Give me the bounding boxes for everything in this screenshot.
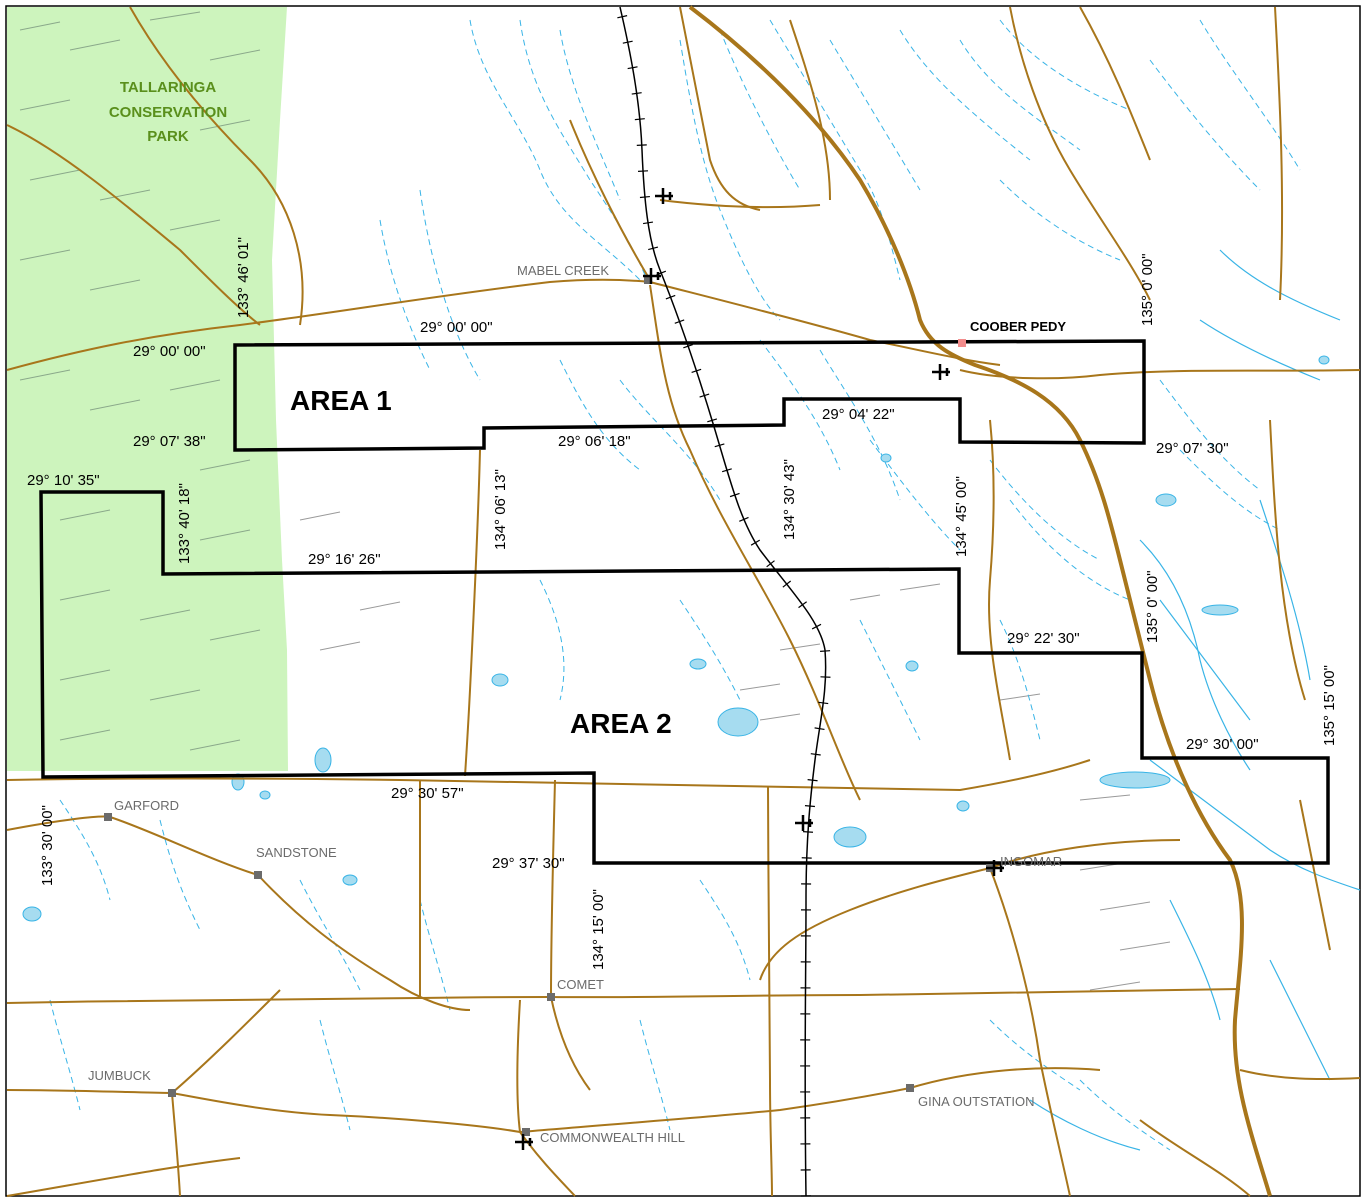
homestead-marker-icon [644, 276, 652, 284]
railway-tie [683, 344, 693, 349]
railway-tie [814, 727, 825, 731]
coord-label-vertical: 135° 15' 00" [1321, 665, 1338, 746]
railway-tie [699, 393, 710, 398]
coord-label: 29° 10' 35" [27, 472, 100, 489]
airstrips [515, 188, 1004, 1150]
coord-label: 29° 00' 00" [133, 343, 206, 360]
railway-tie [665, 294, 676, 300]
homestead-marker-icon [522, 1128, 530, 1136]
water-bodies [22, 355, 1330, 922]
homestead-marker-icon [906, 1084, 914, 1092]
park-dune-lines [19, 11, 261, 751]
airstrip-icon [986, 860, 1004, 876]
town-label-gina-outstation: GINA OUTSTATION [918, 1094, 1035, 1109]
town-label-comet: COMET [557, 977, 604, 992]
homestead-marker-icon [547, 993, 555, 1001]
railway-ticks [617, 15, 831, 1197]
railway-tie [739, 516, 749, 522]
homestead-marker-icon [104, 813, 112, 821]
coord-label-vertical: 133° 30' 00" [39, 805, 56, 886]
coord-label-vertical: 134° 45' 00" [953, 476, 970, 557]
area-2-label: AREA 2 [570, 708, 672, 739]
stuart-highway [688, 5, 1272, 1197]
coord-label-vertical: 134° 15' 00" [590, 889, 607, 970]
railway-tie [642, 221, 654, 225]
coord-label-vertical: 133° 46' 01" [235, 237, 252, 318]
coord-label: 29° 30' 00" [1186, 736, 1259, 753]
railway-tie [804, 805, 815, 808]
railway-tie [674, 319, 685, 324]
railway-tie [631, 92, 642, 95]
park-label-line1: TALLARINGA [120, 79, 217, 96]
railway-tie [714, 443, 725, 448]
railway-tie [818, 701, 829, 705]
park-label-line2: CONSERVATION [109, 104, 227, 121]
railway-tie [648, 246, 659, 251]
railway-tie [729, 492, 740, 498]
river-lines [1029, 249, 1361, 1151]
railway-tie [634, 118, 645, 121]
town-label-mabel-creek: MABEL CREEK [517, 263, 609, 278]
railway-tie [637, 170, 649, 172]
coord-label: 29° 37' 30" [492, 855, 565, 872]
airstrip-icon [515, 1134, 533, 1150]
railway-tie [691, 368, 702, 373]
airstrip-icon [643, 268, 661, 284]
coord-label-vertical: 134° 30' 43" [781, 459, 798, 540]
airstrip-icon [655, 188, 673, 204]
coord-label: 29° 22' 30" [1007, 630, 1080, 647]
coord-label: 29° 07' 30" [1156, 440, 1229, 457]
airstrip-icon [795, 815, 813, 831]
town-label-jumbuck: JUMBUCK [88, 1068, 151, 1083]
town-label-sandstone: SANDSTONE [256, 845, 337, 860]
town-label-coober-pedy: COOBER PEDY [970, 319, 1066, 334]
railway-tie [617, 15, 628, 19]
railway-tie [782, 580, 792, 588]
airstrip-icon [932, 364, 950, 380]
town-label-commonwealth-hill: COMMONWEALTH HILL [540, 1130, 685, 1145]
town-label-ingomar: INGOMAR [1000, 854, 1062, 869]
coord-label-vertical: 135° 0' 00" [1139, 253, 1156, 326]
park-label-line3: PARK [147, 128, 189, 145]
homestead-marker-icon [254, 871, 262, 879]
coord-label-vertical: 135° 0' 00" [1144, 570, 1161, 643]
coord-label: 29° 06' 18" [558, 433, 631, 450]
coord-label: 29° 00' 00" [420, 319, 493, 336]
railway-tie [766, 560, 775, 568]
homestead-marker-icon [168, 1089, 176, 1097]
railway-tie [810, 753, 821, 756]
railway-tie [820, 650, 831, 652]
railway-tie [750, 539, 761, 546]
area-1-boundary[interactable] [233, 339, 1146, 452]
coord-label: 29° 04' 22" [822, 406, 895, 423]
railway-tie [639, 195, 650, 199]
railway-tie [802, 831, 814, 833]
railway-tie [622, 40, 633, 44]
coord-label-vertical: 133° 40' 18" [176, 483, 193, 564]
coord-label: 29° 30' 57" [391, 785, 464, 802]
railway-tie [721, 468, 732, 473]
coord-label: 29° 07' 38" [133, 433, 206, 450]
area-1-label: AREA 1 [290, 385, 392, 416]
railway-tie [811, 623, 822, 630]
conservation-park-area [7, 7, 288, 771]
railway-tie [707, 418, 718, 423]
coober-pedy-marker [958, 339, 966, 347]
town-label-garford: GARFORD [114, 798, 179, 813]
coord-label-vertical: 134° 06' 13" [492, 469, 509, 550]
railway-tie [627, 66, 638, 70]
dune-lines [299, 511, 1171, 991]
coord-label: 29° 16' 26" [308, 551, 381, 568]
railway-tie [807, 779, 818, 782]
area-2-boundary[interactable] [39, 490, 1330, 865]
railway-tie [798, 601, 807, 609]
